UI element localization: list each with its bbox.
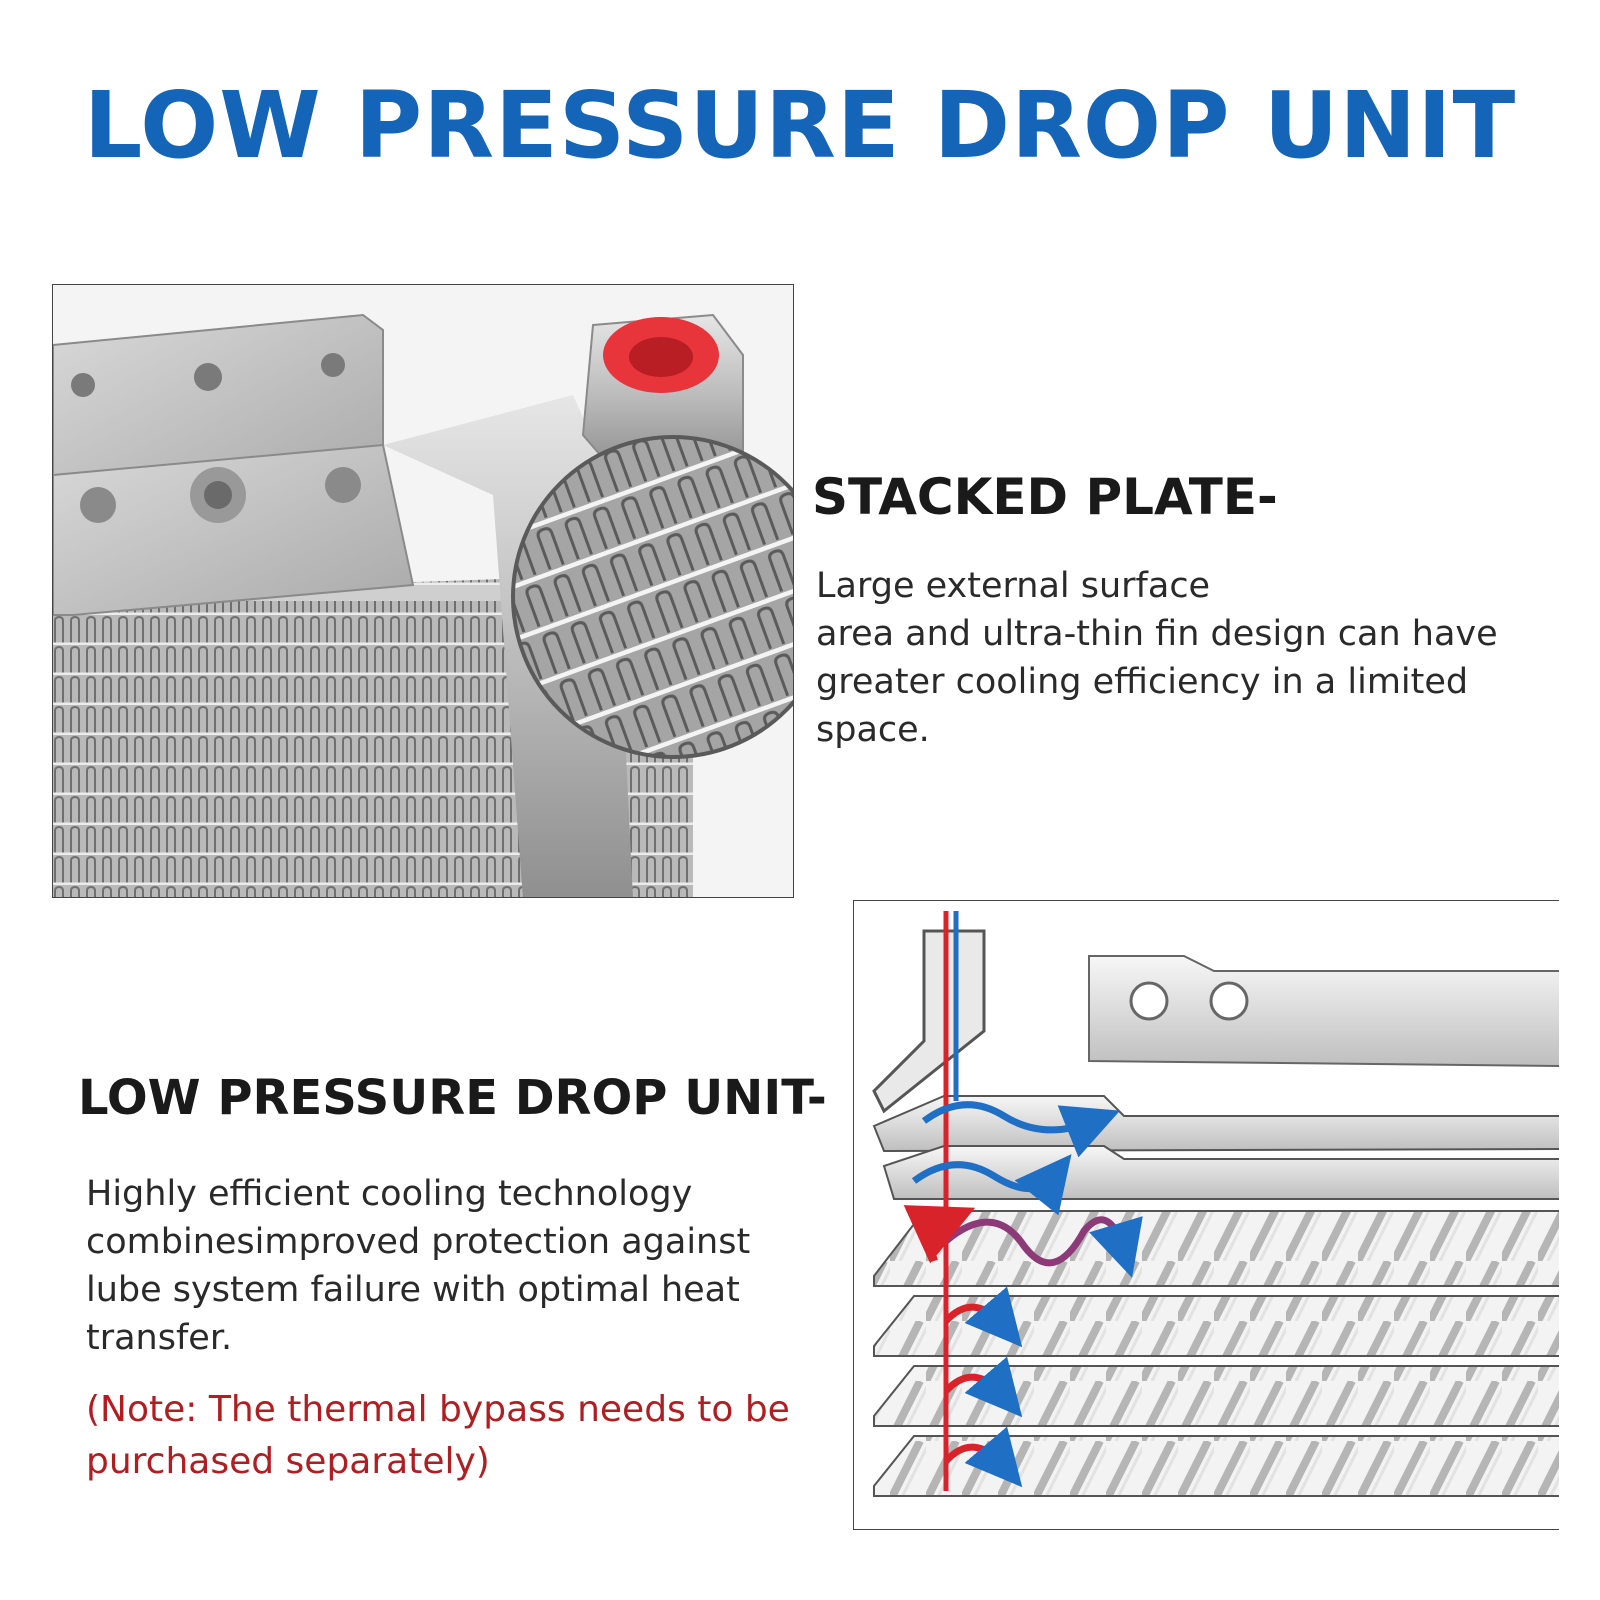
- bypass-note-line: (Note: The thermal bypass needs to be: [86, 1389, 790, 1430]
- flow-diagram: [853, 900, 1559, 1530]
- low-pressure-line: lube system failure with optimal heat: [86, 1270, 740, 1310]
- low-pressure-description: Highly efficient cooling technology comb…: [86, 1170, 826, 1362]
- page-title: LOW PRESSURE DROP UNIT: [83, 72, 1517, 179]
- low-pressure-line: Highly efficient cooling technology: [86, 1174, 693, 1214]
- bypass-note: (Note: The thermal bypass needs to be pu…: [86, 1384, 846, 1488]
- low-pressure-heading: LOW PRESSURE DROP UNIT-: [78, 1070, 827, 1126]
- oil-cooler-photo: [52, 284, 794, 898]
- stacked-plate-heading: STACKED PLATE-: [812, 468, 1278, 526]
- low-pressure-line: combinesimproved protection against: [86, 1222, 751, 1262]
- bypass-note-line: purchased separately): [86, 1441, 490, 1482]
- low-pressure-line: transfer.: [86, 1318, 233, 1358]
- stacked-plate-line: space.: [816, 710, 930, 750]
- stacked-plate-line: Large external surface: [816, 566, 1211, 606]
- stacked-plate-line: greater cooling efficiency in a limited: [816, 662, 1469, 702]
- stacked-plate-description: Large external surface area and ultra-th…: [816, 562, 1576, 754]
- stacked-plate-line: area and ultra-thin fin design can have: [816, 614, 1498, 654]
